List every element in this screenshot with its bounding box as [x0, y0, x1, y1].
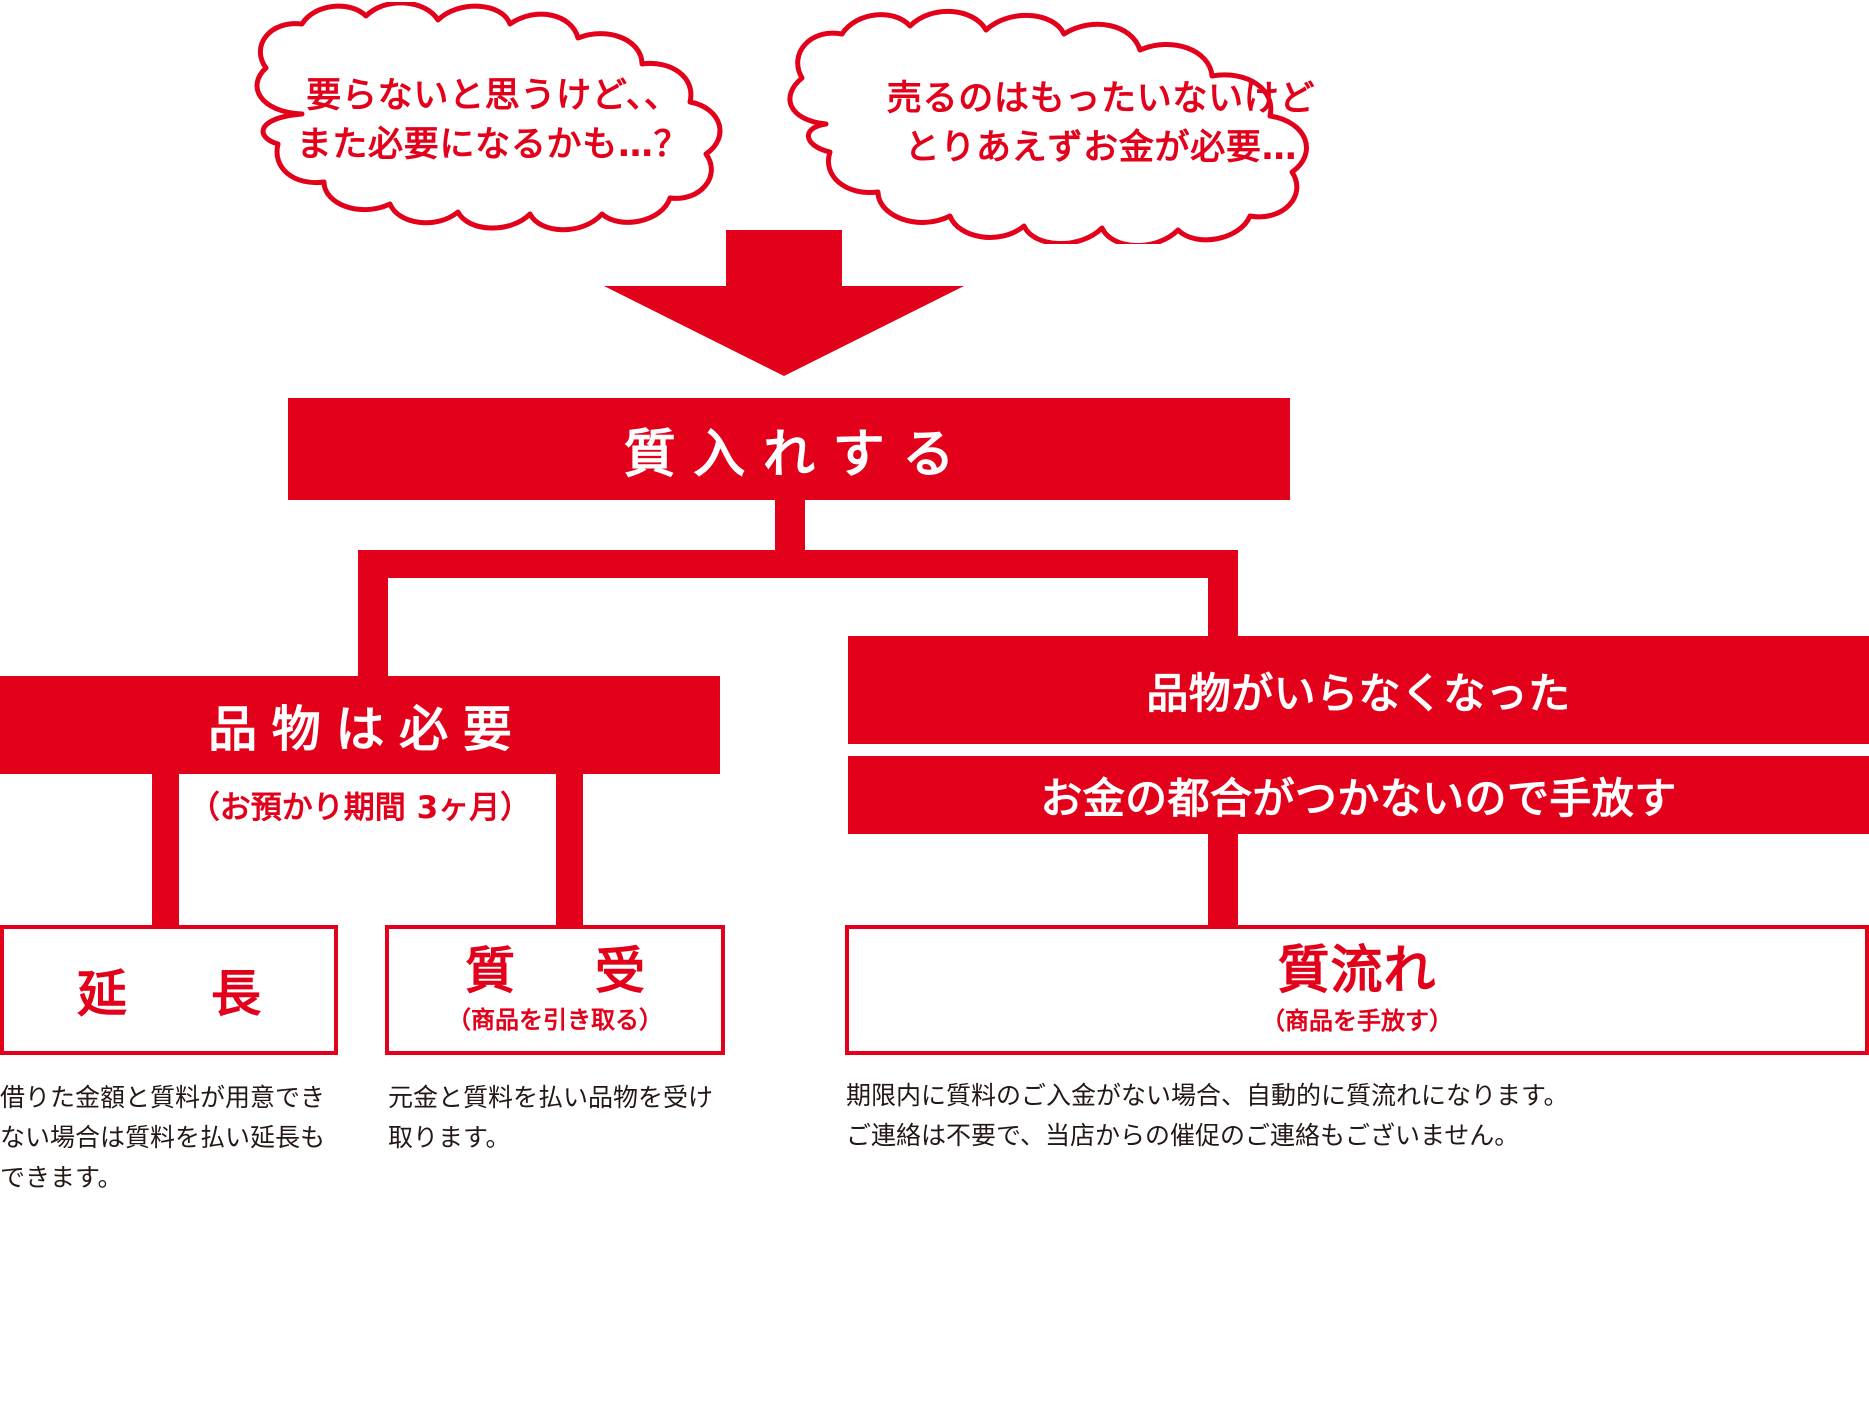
connector-main-horizontal — [358, 550, 1238, 578]
cloud-shape-icon — [254, 2, 723, 233]
right-branch-banner-2-label: お金の都合がつかないので手放す — [1040, 773, 1677, 823]
option-box-forfeit-title: 質流れ — [1277, 941, 1437, 1002]
bubble-sell-line-2: とりあえずお金が必要… — [904, 128, 1298, 168]
caption-forfeit-line-1: 期限内に質料のご入金がない場合、自動的に質流れになります。 — [846, 1081, 1569, 1110]
option-box-extend[interactable]: 延 長 — [0, 925, 338, 1055]
bubble-keep-line-2: また必要になるかも…？ — [296, 125, 690, 165]
left-branch-banner-label: 品物は必要 — [208, 700, 527, 758]
connector-right-drop — [1208, 550, 1238, 646]
caption-forfeit-line-2: ご連絡は不要で、当店からの催促のご連絡もございません。 — [846, 1121, 1520, 1150]
thought-bubble-sell: 売るのはもったいないけど とりあえずお金が必要… — [752, 4, 1382, 244]
connector-main-stem — [775, 498, 805, 554]
cloud-shape-icon — [787, 9, 1309, 244]
bubble-sell-line-1: 売るのはもったいないけど — [886, 79, 1316, 119]
down-arrow-icon — [604, 230, 964, 376]
option-box-extend-title: 延 長 — [77, 965, 278, 1023]
right-branch-banner-1: 品物がいらなくなった — [848, 636, 1869, 744]
thought-bubble-keep: 要らないと思うけど、、 また必要になるかも…？ — [210, 2, 776, 240]
connector-nagare-drop — [1208, 830, 1238, 930]
right-branch-banner-1-label: 品物がいらなくなった — [1146, 668, 1571, 718]
caption-extend: 借りた金額と質料が用意できない場合は質料を払い延長もできます。 — [0, 1083, 326, 1192]
option-box-forfeit[interactable]: 質流れ （商品を手放す） — [845, 925, 1869, 1055]
option-box-redeem-title: 質 受 — [465, 942, 660, 1001]
option-box-redeem[interactable]: 質 受 （商品を引き取る） — [385, 925, 725, 1055]
option-box-redeem-sub: （商品を引き取る） — [447, 1005, 663, 1034]
connector-redeem-drop — [556, 772, 583, 930]
caption-forfeit: 期限内に質料のご入金がない場合、自動的に質流れになります。 ご連絡は不要で、当店… — [846, 1076, 1869, 1156]
left-branch-banner: 品物は必要 — [0, 676, 720, 774]
option-box-forfeit-sub: （商品を手放す） — [1261, 1006, 1453, 1035]
connector-extend-drop — [152, 772, 179, 930]
caption-redeem: 元金と質料を払い品物を受け取ります。 — [388, 1083, 714, 1152]
right-branch-banner-2: お金の都合がつかないので手放す — [848, 756, 1869, 834]
bubble-keep-line-1: 要らないと思うけど、、 — [306, 76, 680, 116]
connector-left-drop — [358, 550, 388, 690]
main-banner-shiire: 質入れする — [288, 398, 1290, 500]
main-banner-label: 質入れする — [623, 424, 973, 485]
left-branch-subtitle: （お預かり期間 3ヶ月） — [188, 790, 532, 826]
